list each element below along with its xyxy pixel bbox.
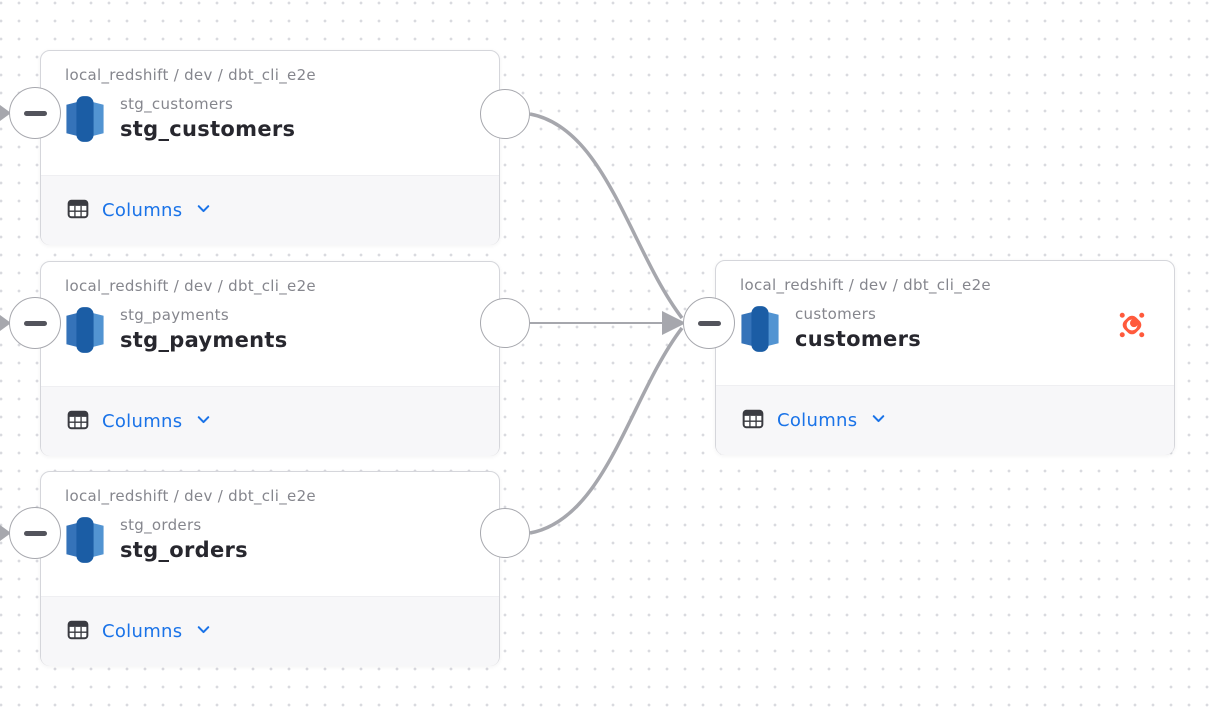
columns-expander-button[interactable]: Columns: [67, 409, 212, 435]
lineage-node-stg-customers[interactable]: local_redshift / dev / dbt_cli_e2e stg_c…: [40, 50, 500, 245]
node-footer: Columns: [41, 386, 499, 456]
entity-title: stg_customers: [120, 116, 296, 141]
columns-label: Columns: [777, 410, 858, 431]
edge-stg-orders-to-customers: [529, 326, 684, 535]
node-footer: Columns: [716, 385, 1174, 455]
node-footer: Columns: [41, 175, 499, 245]
chevron-down-icon: [870, 410, 887, 431]
node-header: local_redshift / dev / dbt_cli_e2e custo…: [716, 261, 1174, 385]
minus-icon: [697, 320, 721, 326]
table-icon: [67, 198, 89, 224]
output-port-stg-payments: [480, 298, 530, 348]
output-port-stg-orders: [480, 508, 530, 558]
redshift-icon: [740, 306, 780, 352]
breadcrumb: local_redshift / dev / dbt_cli_e2e: [65, 66, 316, 84]
collapse-upstream-port-stg-customers[interactable]: [9, 87, 61, 139]
columns-label: Columns: [102, 621, 183, 642]
output-port-stg-customers: [480, 89, 530, 139]
columns-expander-button[interactable]: Columns: [742, 408, 887, 434]
minus-icon: [23, 530, 47, 536]
breadcrumb: local_redshift / dev / dbt_cli_e2e: [65, 487, 316, 505]
node-header: local_redshift / dev / dbt_cli_e2e stg_p…: [41, 262, 499, 386]
table-icon: [67, 409, 89, 435]
redshift-icon: [65, 307, 105, 353]
node-footer: Columns: [41, 596, 499, 666]
columns-expander-button[interactable]: Columns: [67, 198, 212, 224]
entity-title: customers: [795, 326, 922, 351]
entity-title: stg_payments: [120, 327, 288, 352]
entity-subtitle: customers: [795, 305, 877, 323]
chevron-down-icon: [195, 200, 212, 221]
entity-subtitle: stg_customers: [120, 95, 234, 113]
node-header: local_redshift / dev / dbt_cli_e2e stg_c…: [41, 51, 499, 175]
breadcrumb: local_redshift / dev / dbt_cli_e2e: [740, 276, 991, 294]
lineage-node-stg-payments[interactable]: local_redshift / dev / dbt_cli_e2e stg_p…: [40, 261, 500, 456]
dbt-icon: [1117, 310, 1147, 340]
columns-label: Columns: [102, 200, 183, 221]
chevron-down-icon: [195, 621, 212, 642]
table-icon: [742, 408, 764, 434]
lineage-node-stg-orders[interactable]: local_redshift / dev / dbt_cli_e2e stg_o…: [40, 471, 500, 666]
columns-expander-button[interactable]: Columns: [67, 619, 212, 645]
redshift-icon: [65, 96, 105, 142]
edge-stg-customers-to-customers: [529, 112, 684, 320]
table-icon: [67, 619, 89, 645]
collapse-upstream-port-stg-payments[interactable]: [9, 297, 61, 349]
lineage-node-customers[interactable]: local_redshift / dev / dbt_cli_e2e custo…: [715, 260, 1175, 455]
entity-subtitle: stg_payments: [120, 306, 229, 324]
minus-icon: [23, 110, 47, 116]
redshift-icon: [65, 517, 105, 563]
entity-title: stg_orders: [120, 537, 248, 562]
chevron-down-icon: [195, 411, 212, 432]
breadcrumb: local_redshift / dev / dbt_cli_e2e: [65, 277, 316, 295]
collapse-upstream-port-customers[interactable]: [683, 297, 735, 349]
entity-subtitle: stg_orders: [120, 516, 202, 534]
collapse-upstream-port-stg-orders[interactable]: [9, 507, 61, 559]
columns-label: Columns: [102, 411, 183, 432]
node-header: local_redshift / dev / dbt_cli_e2e stg_o…: [41, 472, 499, 596]
minus-icon: [23, 320, 47, 326]
